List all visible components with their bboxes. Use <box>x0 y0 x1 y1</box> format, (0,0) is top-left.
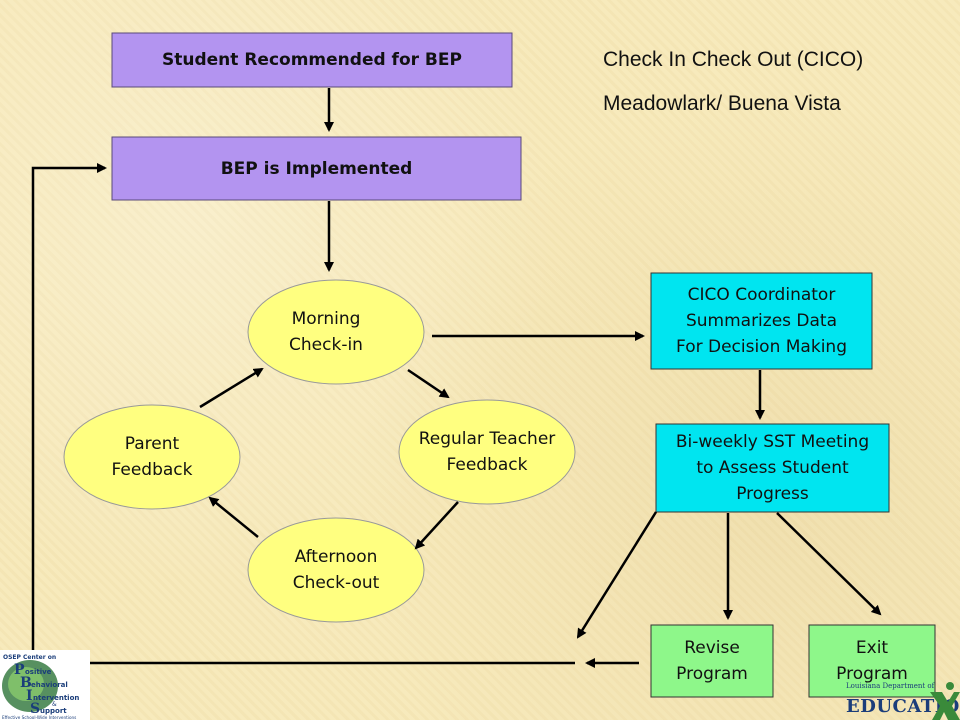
title-line-2: Meadowlark/ Buena Vista <box>603 92 841 115</box>
arrow-teacher-to-afternoon <box>414 501 459 550</box>
education-small-text: Louisiana Department of <box>846 682 935 690</box>
implemented-label: BEP is Implemented <box>220 158 413 179</box>
morning-checkin-label: Morning Check-in <box>289 309 363 355</box>
box-student-recommended <box>111 32 513 88</box>
teacher-feedback-label: Regular Teacher Feedback <box>418 429 556 475</box>
pbis-letter-b: B <box>20 675 32 691</box>
arrow-sst-to-feedback-loop <box>576 511 658 639</box>
revise-label: Revise Program <box>676 638 748 684</box>
pbis-logo: OSEP Center on P ositive B ehavioral I n… <box>0 650 90 720</box>
box-revise-program <box>650 624 774 698</box>
exit-label: Exit Program <box>836 638 908 684</box>
pbis-letter-p: P <box>14 662 25 678</box>
pbis-word-behavioral: ehavioral <box>31 681 68 689</box>
arrow-morning-to-teacher <box>407 368 450 399</box>
box-sst-meeting <box>655 423 890 513</box>
coordinator-label: CICO Coordinator Summarizes Data For Dec… <box>676 285 847 357</box>
pbis-word-positive: ositive <box>25 668 52 676</box>
pbis-letter-s: S <box>30 701 40 717</box>
box-exit-program <box>808 624 936 698</box>
education-word: EDUCATION <box>846 696 960 717</box>
oval-parent-feedback <box>63 404 241 510</box>
pbis-logo-graphic: OSEP Center on P ositive B ehavioral I n… <box>2 654 79 720</box>
arrow-afternoon-to-parent <box>208 496 259 538</box>
box-cico-coordinator <box>650 272 873 370</box>
pbis-letter-i: I <box>26 688 33 704</box>
arrow-sst-to-exit <box>776 512 882 616</box>
pbis-top-text: OSEP Center on <box>3 654 56 661</box>
loop-back-line <box>31 163 575 665</box>
oval-afternoon-checkout <box>247 517 425 623</box>
education-logo: Louisiana Department of EDUCATION <box>842 672 960 720</box>
arrow-parent-to-morning <box>199 367 264 409</box>
oval-morning-checkin <box>247 279 425 385</box>
pbis-bottom-text: Effective School-Wide Interventions <box>2 715 76 720</box>
pbis-ampersand: & <box>52 701 57 708</box>
oval-teacher-feedback <box>398 399 576 505</box>
recommended-label: Student Recommended for BEP <box>162 50 462 70</box>
parent-feedback-label: Parent Feedback <box>111 434 193 480</box>
education-x-mark-icon <box>930 682 960 720</box>
pbis-word-support: upport <box>40 707 67 715</box>
title-line-1: Check In Check Out (CICO) <box>603 48 864 71</box>
afternoon-checkout-label: Afternoon Check-out <box>292 547 380 593</box>
box-bep-implemented <box>111 136 522 201</box>
pbis-word-intervention: ntervention <box>33 694 79 702</box>
sst-label: Bi-weekly SST Meeting to Assess Student … <box>675 432 870 504</box>
